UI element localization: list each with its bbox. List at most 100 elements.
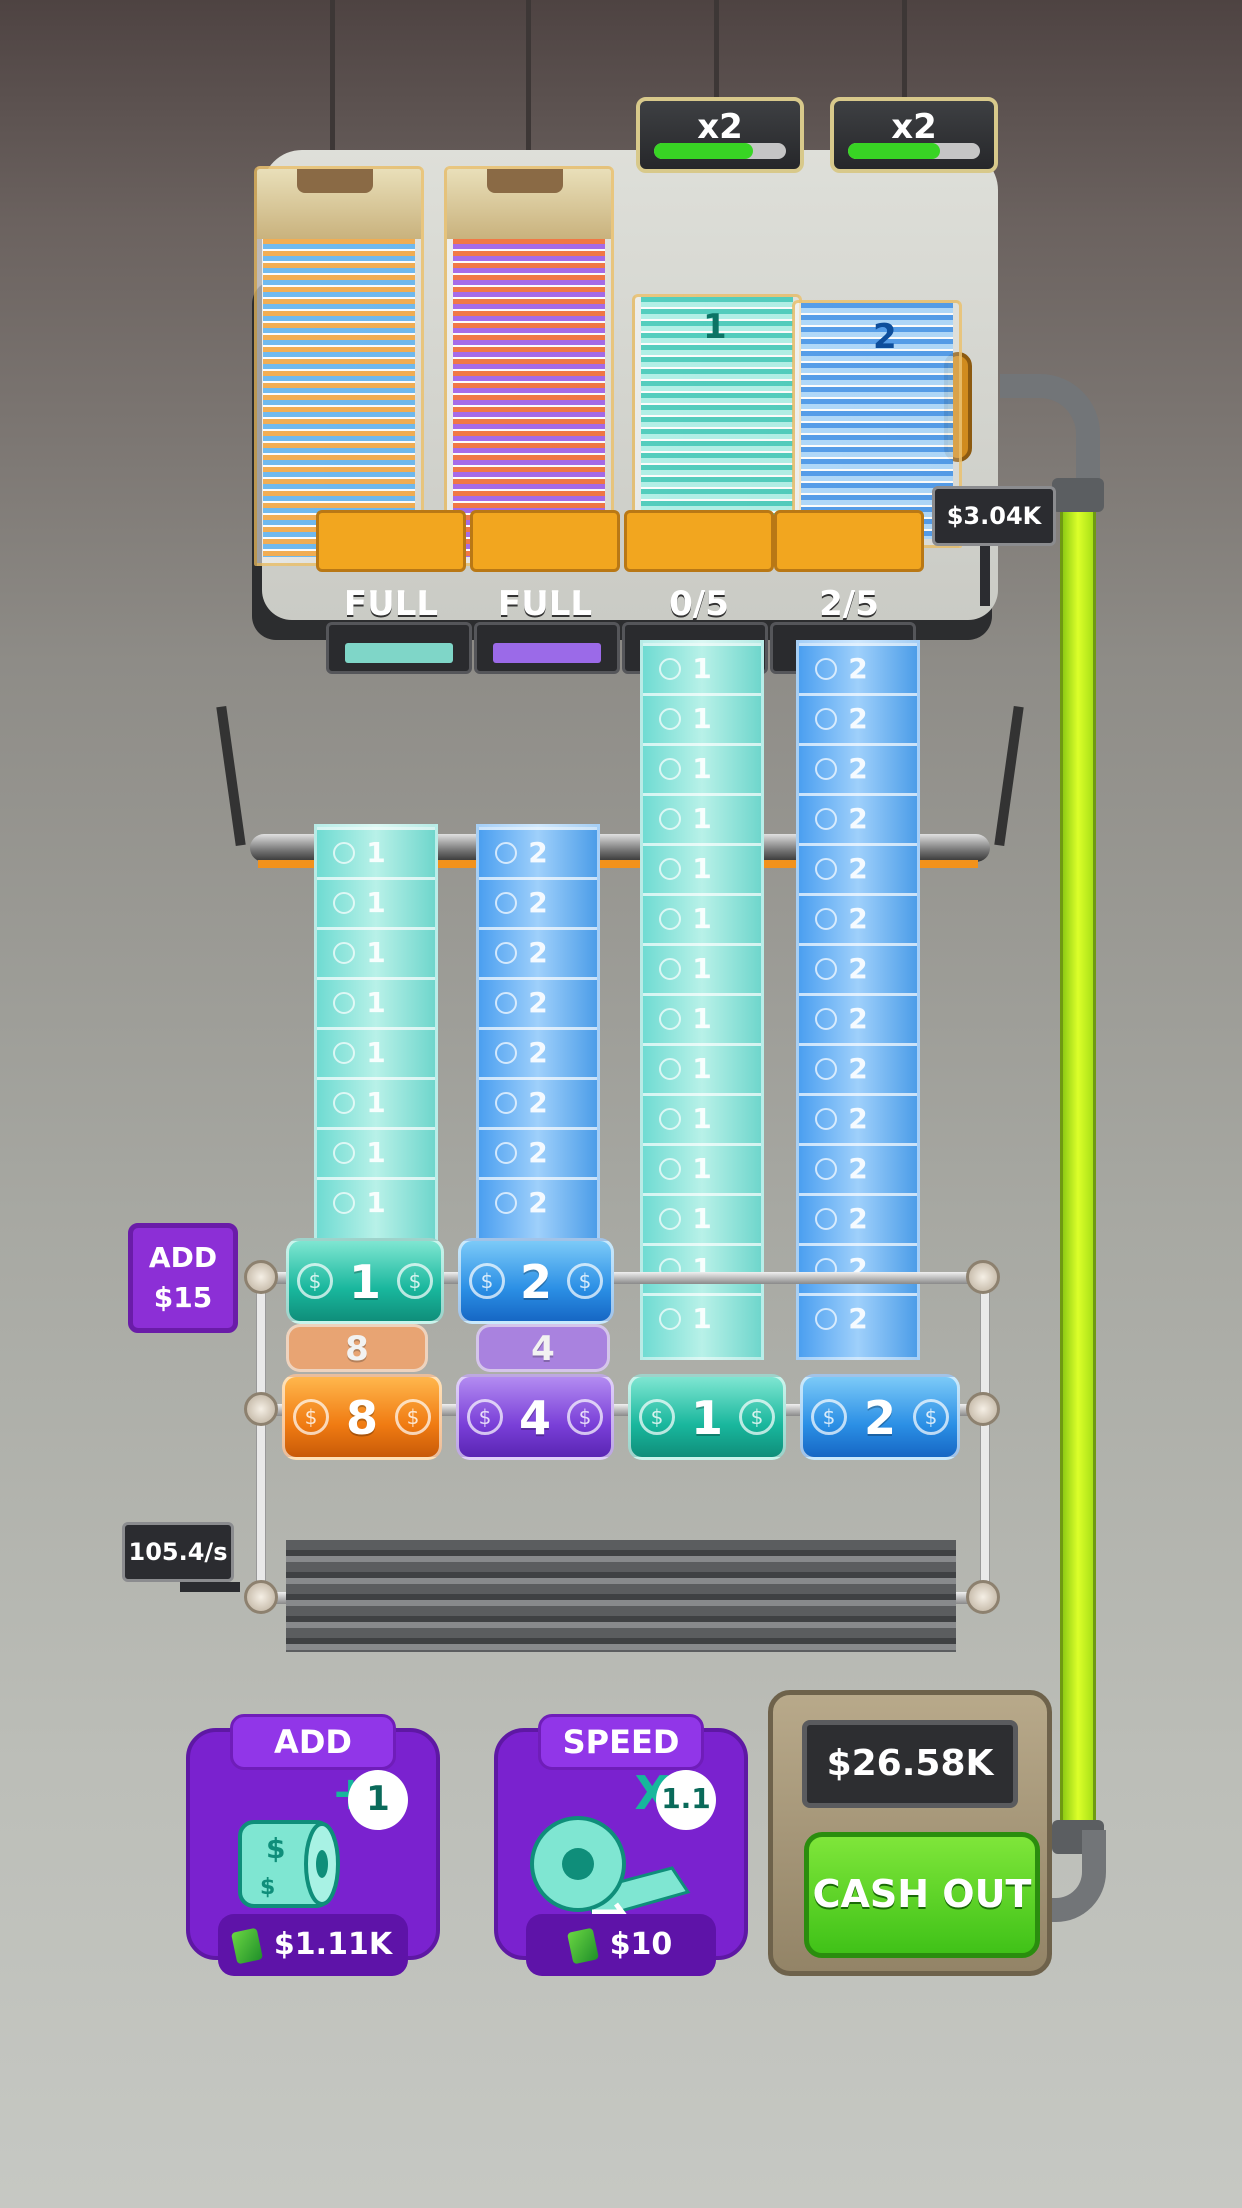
dollar-icon xyxy=(815,1058,837,1080)
output-slot xyxy=(474,622,620,674)
bill: 2 xyxy=(479,1127,597,1175)
bill-value: 2 xyxy=(528,986,548,1019)
hopper-status: 0/5 xyxy=(669,584,729,624)
hanging-wire xyxy=(902,0,907,100)
bill: 1 xyxy=(317,1077,435,1125)
card-bonus: 1.1 xyxy=(656,1770,716,1830)
bill-value: 1 xyxy=(366,1036,386,1069)
bill-value: 2 xyxy=(528,1036,548,1069)
dollar-icon xyxy=(815,1158,837,1180)
bill-value: 1 xyxy=(692,1152,712,1185)
bolt-icon xyxy=(966,1260,1000,1294)
bill: 1 xyxy=(643,1293,761,1341)
bill-value: 2 xyxy=(848,852,868,885)
bill-value: 1 xyxy=(692,1202,712,1235)
money-roll[interactable]: $8$ xyxy=(282,1374,442,1460)
money-roll[interactable]: $1$ xyxy=(286,1238,444,1324)
dollar-icon xyxy=(495,1192,517,1214)
bill-value: 1 xyxy=(366,936,386,969)
bill-value: 1 xyxy=(692,852,712,885)
bill: 2 xyxy=(479,827,597,875)
speed-upgrade-card[interactable]: SPEED X 1.1 $10 xyxy=(494,1714,748,1976)
add-roll-button[interactable]: ADD $15 xyxy=(128,1223,238,1333)
dollar-icon xyxy=(659,958,681,980)
multiplier-boost-1[interactable]: x2 xyxy=(636,97,804,173)
bill: 2 xyxy=(479,977,597,1025)
add-upgrade-card[interactable]: ADD + 1 $ $ $1.11K xyxy=(186,1714,440,1976)
card-price: $10 xyxy=(526,1914,716,1976)
dollar-icon xyxy=(659,1058,681,1080)
bill: 1 xyxy=(317,827,435,875)
bolt-icon xyxy=(966,1392,1000,1426)
hopper-2 xyxy=(444,166,614,566)
add-roll-price: $15 xyxy=(153,1281,213,1314)
money-roll-icon: $ $ xyxy=(238,1820,340,1908)
money-roll[interactable]: $2$ xyxy=(800,1374,960,1460)
production-rate: 105.4/s xyxy=(122,1522,234,1582)
dollar-icon xyxy=(659,1008,681,1030)
bill-value: 1 xyxy=(692,702,712,735)
bill: 2 xyxy=(799,693,917,741)
dollar-icon xyxy=(659,708,681,730)
tag-stem xyxy=(980,546,990,606)
hopper-4: 2 xyxy=(792,300,962,548)
bill-value: 1 xyxy=(366,836,386,869)
bill: 1 xyxy=(643,843,761,891)
guide-bar-accent xyxy=(258,860,978,868)
money-roll[interactable]: $1$ xyxy=(628,1374,786,1460)
hopper-status: FULL xyxy=(343,584,439,624)
bill-value: 2 xyxy=(528,886,548,919)
bill-value: 1 xyxy=(692,952,712,985)
dollar-icon xyxy=(333,992,355,1014)
dollar-icon xyxy=(495,892,517,914)
bill-value: 2 xyxy=(848,652,868,685)
svg-text:$: $ xyxy=(260,1875,275,1900)
bill: 1 xyxy=(317,1177,435,1225)
dollar-icon xyxy=(815,1008,837,1030)
bill: 1 xyxy=(643,893,761,941)
hopper-bill-value: 1 xyxy=(703,307,727,347)
hopper-tray xyxy=(316,510,466,572)
money-roll[interactable]: 4 xyxy=(476,1324,610,1372)
pipe-joint xyxy=(1052,478,1104,512)
bill: 2 xyxy=(799,1043,917,1091)
bill: 2 xyxy=(799,1143,917,1191)
money-roll[interactable]: $2$ xyxy=(458,1238,614,1324)
multiplier-progress xyxy=(848,143,941,159)
dollar-icon xyxy=(495,942,517,964)
bill: 2 xyxy=(799,893,917,941)
bill-value: 2 xyxy=(848,1002,868,1035)
multiplier-boost-2[interactable]: x2 xyxy=(830,97,998,173)
bill-value: 1 xyxy=(366,986,386,1019)
bill-value: 1 xyxy=(366,1086,386,1119)
bill-value: 2 xyxy=(848,702,868,735)
dollar-icon xyxy=(815,958,837,980)
card-title: ADD xyxy=(230,1714,396,1770)
dollar-icon xyxy=(659,808,681,830)
cash-out-button[interactable]: CASH OUT xyxy=(804,1832,1040,1958)
bill: 1 xyxy=(643,793,761,841)
bill-value: 2 xyxy=(848,752,868,785)
bill: 2 xyxy=(479,1027,597,1075)
hopper-tray xyxy=(470,510,620,572)
money-roll[interactable]: 8 xyxy=(286,1324,428,1372)
bill-value: 2 xyxy=(848,1202,868,1235)
bill-value: 1 xyxy=(692,1302,712,1335)
bill: 2 xyxy=(799,793,917,841)
bill: 1 xyxy=(317,1127,435,1175)
bill: 1 xyxy=(317,1027,435,1075)
dollar-icon xyxy=(815,758,837,780)
money-pipe xyxy=(1060,486,1096,1838)
bill: 2 xyxy=(799,1193,917,1241)
bill-value: 2 xyxy=(848,1152,868,1185)
bill-value: 1 xyxy=(366,886,386,919)
bill: 1 xyxy=(643,1143,761,1191)
bill: 1 xyxy=(643,743,761,791)
hopper-tray xyxy=(624,510,774,572)
bill: 1 xyxy=(317,977,435,1025)
frame-post xyxy=(994,705,1024,847)
card-title: SPEED xyxy=(538,1714,704,1770)
money-roll[interactable]: $4$ xyxy=(456,1374,614,1460)
